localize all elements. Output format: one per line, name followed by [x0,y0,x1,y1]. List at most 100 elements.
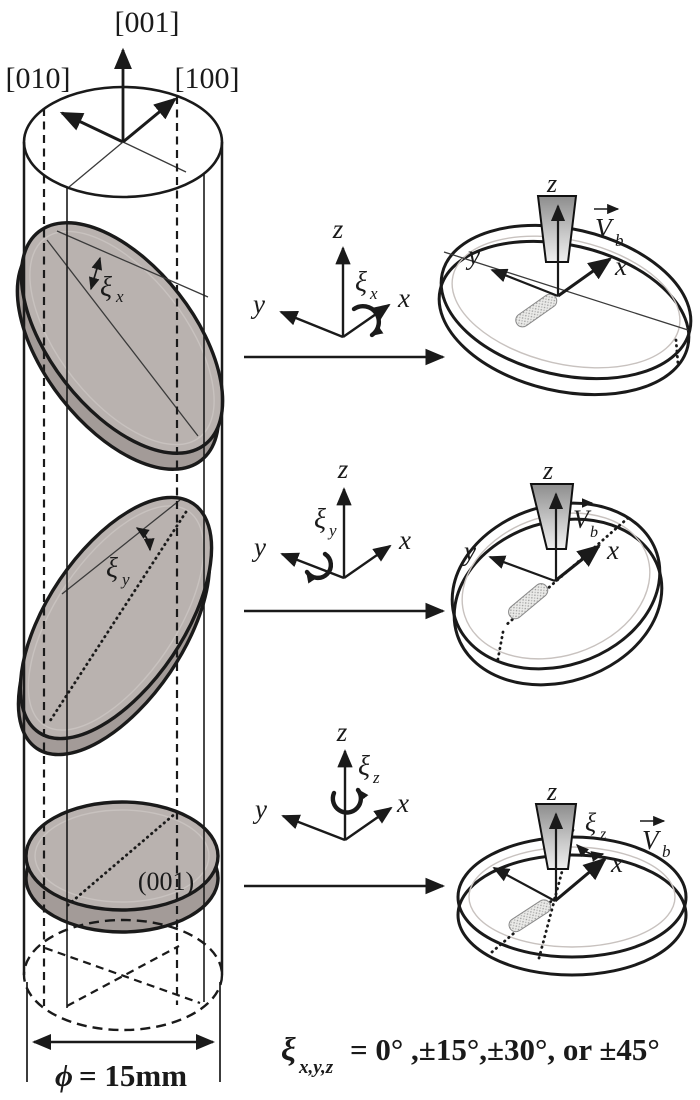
triad2-x-label: x [398,525,411,555]
triad3-y-label: y [252,794,267,824]
disk2-v-label: V [573,505,592,534]
rotation-about-x-icon [351,304,384,338]
triad-xi-x: z y x ξ x [250,214,410,339]
disk3-v-sub: b [662,842,671,861]
triad2-x-axis [343,544,392,579]
disk3-z-label: z [546,777,557,806]
wafer-xi-x-inner-ring [29,230,215,446]
disk3-inner-ring [468,846,676,948]
dim-phi-symbol: ϕ [55,1058,73,1093]
axis-100-label: [100] [175,62,240,95]
disk3-scratch-mark [508,899,552,933]
disk3-rim [456,853,688,977]
disk3-y-axis [492,867,556,902]
triad2-y-label: y [251,532,266,562]
bottom-cross-line-2 [66,945,180,1007]
disk2-x-label: x [606,535,619,565]
triad1-xi-sub: x [369,284,378,303]
disk2-x-axis [554,544,601,583]
axis-010-label: [010] [6,62,71,95]
bottom-cross-line-1 [44,946,201,1005]
triad-xi-z: z y x ξ z [252,717,409,842]
triad2-y-axis [280,552,345,580]
axis-001-label: [001] [115,6,180,39]
disk1-inner-ring [451,235,681,369]
wafer-xi-x-angle-arrow [88,256,103,291]
triad1-x-label: x [397,283,410,313]
triad3-y-axis [281,814,346,842]
triad3-x-label: x [396,788,409,818]
triad3-x-axis [344,806,393,841]
disk3-xi-label: ξ [585,808,597,837]
disk-xi-x: z y x V b [437,169,693,397]
axis-100-arrow [122,97,177,144]
triad1-z-label: z [332,214,344,244]
disk1-y-label: y [465,240,480,270]
disk1-v-sub: b [615,231,624,250]
wafer-xi-x-diameter [46,239,199,437]
triad1-x-axis [342,303,391,338]
disk-xi-y: z y x V b [450,456,664,687]
wafer-xi-y-reference-line [61,499,181,595]
triad2-z-label: z [337,454,349,484]
disk1-face [439,223,693,381]
disk2-cutting-tool-icon [529,483,575,550]
disk1-x-axis [557,257,613,298]
crystal-cylinder: [001] [010] [100] ξ x ξ y [6,6,240,1093]
disk-xi-z: z x ξ z V b [456,777,688,977]
disk2-y-axis [488,555,556,583]
disk1-v-label: V [595,213,615,243]
triad3-z-label: z [336,717,348,747]
formula-xi-sub: x,y,z [298,1057,334,1078]
disk3-xi-sub: z [599,826,607,843]
disk1-scratch-mark [515,293,558,328]
wafer-001-inner-ring [34,809,210,903]
wafer-xi-y-dotted-diameter [46,510,188,726]
triad1-xi-label: ξ [355,267,367,298]
axis-100-thin-extension [68,141,124,188]
wafer-xi-y-angle-arrow [135,527,155,552]
formula-xi: ξ [281,1032,296,1068]
disk1-y-axis [490,268,559,298]
disk2-y-label: y [461,536,476,566]
cylinder-bottom-face [22,918,224,1032]
disk3-v-label: V [642,825,662,855]
disk1-x-label: x [614,251,627,281]
disk2-hidden-edge-dotted [495,630,505,666]
axis-010-thin-extension [122,141,187,173]
triad-xi-y: z y x ξ y [251,454,411,584]
triad1-y-label: y [250,289,265,319]
wafer-001-dotted-diameter [66,810,179,907]
wafer-xi-x-label: ξ [100,272,112,303]
disk2-v-sub: b [590,524,598,541]
triad3-xi-label: ξ [358,751,370,782]
disk2-scratch-mark [508,583,549,620]
rotation-about-y-icon [304,551,334,584]
wafer-xi-x-label-sub: x [115,287,124,306]
rotation-about-z-icon [330,787,369,815]
disk3-x-axis [554,857,607,903]
disk1-hidden-edge-dotted [674,338,680,366]
disk2-face [450,501,662,671]
disk2-z-label: z [542,456,553,485]
disk2-inner-ring [461,512,651,660]
wafer-xi-y: ξ y [16,495,214,757]
disk3-xi-z-angle-arrow [576,844,605,862]
wafer-001-face [24,800,220,912]
diameter-dimension: ϕ = 15mm [26,982,221,1093]
triad1-y-axis [279,310,344,339]
axis-010-arrow [59,111,124,144]
triad2-xi-label: ξ [314,504,326,535]
formula-rest: = 0° ,±15°,±30°, or ±45° [350,1032,660,1067]
wafer-xi-x-reference-line [56,230,209,298]
wafer-xi-y-label-sub: y [120,570,130,589]
dim-value: = 15mm [79,1058,187,1093]
disk1-z-label: z [546,169,557,198]
triad2-xi-sub: y [327,521,337,540]
wafer-xi-y-label: ξ [106,553,118,584]
triad3-xi-sub: z [372,768,380,787]
disk3-x-label: x [610,848,623,878]
wafer-001-label: (001) [138,867,194,896]
